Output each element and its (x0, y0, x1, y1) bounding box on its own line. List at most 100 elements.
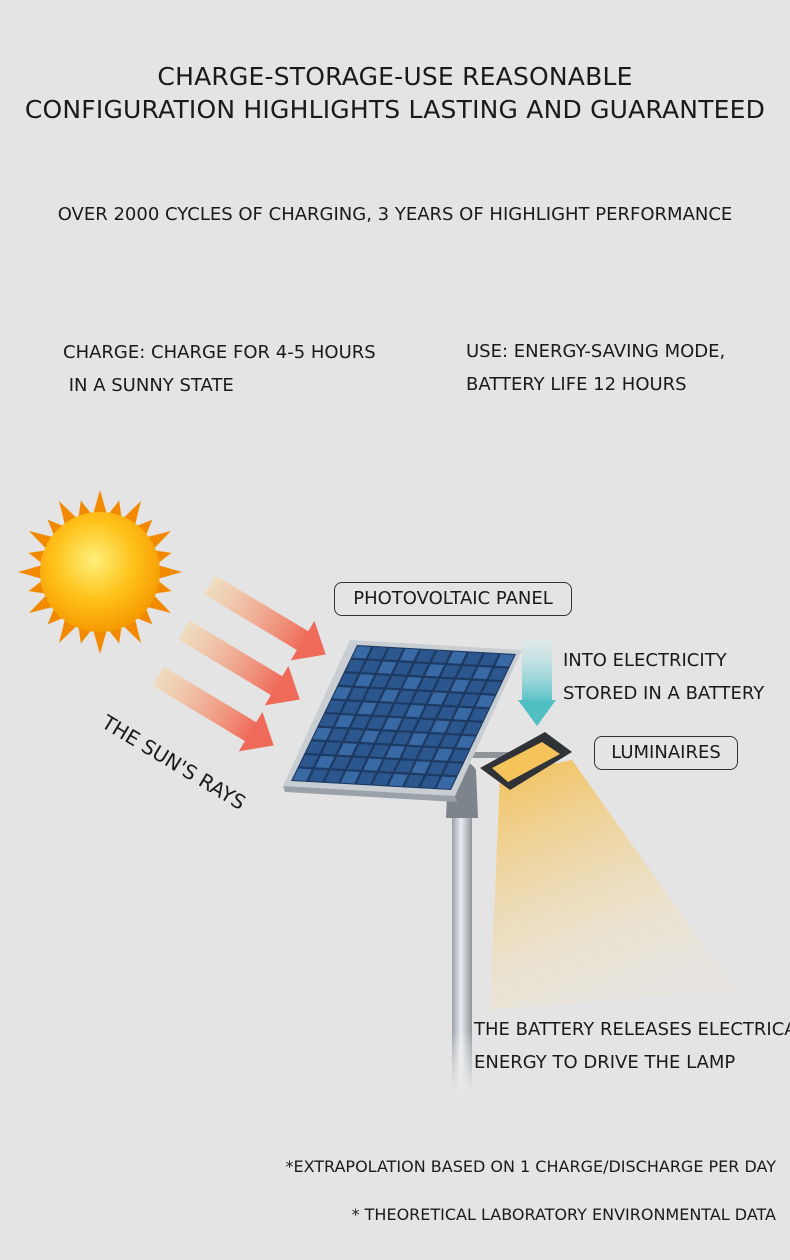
panel-cell (337, 743, 357, 756)
use-info: USE: ENERGY-SAVING MODE, BATTERY LIFE 12… (466, 335, 725, 401)
panel-cell (292, 768, 312, 781)
panel-cell (332, 686, 352, 700)
sun-spike (135, 519, 153, 537)
panel-cell (411, 761, 431, 774)
panel-cell (393, 662, 413, 675)
panel-cell (441, 665, 460, 678)
panel-cell (437, 706, 457, 720)
panel-cell (421, 705, 441, 719)
sun-spike (93, 490, 107, 515)
panel-cell (383, 717, 402, 730)
panel-cell (368, 647, 388, 660)
panel-cell (347, 757, 367, 770)
panel-cell (472, 666, 492, 680)
panel-cell (433, 748, 453, 761)
panel-cell (488, 667, 508, 681)
panel-cell (339, 673, 358, 686)
panel-cell (380, 689, 400, 702)
panel-cell (388, 773, 408, 787)
sun-spike (47, 519, 65, 537)
panel-cell (469, 708, 489, 721)
panel-cell (428, 692, 447, 705)
panel-cell (440, 734, 460, 748)
panel-cell (401, 746, 421, 759)
panel-cell (412, 691, 431, 704)
panel-cell (450, 679, 470, 692)
panel-cell (425, 664, 445, 677)
panel-cell (306, 741, 325, 754)
release-caption: THE BATTERY RELEASES ELECTRICAL ENERGY T… (474, 1013, 790, 1079)
battery-caption-line-1: INTO ELECTRICITY (563, 650, 727, 671)
panel-cell (434, 678, 454, 691)
panel-cell (377, 661, 397, 674)
panel-cell (360, 730, 380, 743)
panel-cell (386, 676, 406, 689)
panel-cell (335, 715, 355, 728)
sun-spike (93, 629, 107, 654)
panel-cell (364, 688, 384, 701)
panel-cell (459, 694, 479, 707)
panel-cell (340, 771, 360, 784)
panel-cell (408, 733, 428, 746)
panel-cell (409, 663, 429, 676)
panel-cell (417, 747, 437, 760)
panel-cell (354, 674, 374, 687)
battery-arrow (518, 640, 556, 726)
panel-cell (392, 732, 412, 745)
panel-cell (431, 650, 451, 663)
panel-cell (341, 701, 361, 714)
panel-cell (321, 742, 341, 755)
panel-cell (319, 714, 339, 727)
panel-cell (345, 659, 365, 672)
panel-cell (446, 721, 466, 734)
panel-cell (399, 718, 418, 731)
subtitle: OVER 2000 CYCLES OF CHARGING, 3 YEARS OF… (57, 204, 733, 225)
ray-arrow-2 (178, 620, 300, 706)
panel-cell (449, 749, 469, 762)
panel-cell (315, 755, 335, 769)
panel-cell (436, 776, 456, 789)
release-caption-line-1: THE BATTERY RELEASES ELECTRICAL (474, 1019, 790, 1040)
sun-icon (18, 490, 182, 654)
panel-cell (361, 660, 381, 673)
battery-caption-line-2: STORED IN A BATTERY (563, 683, 765, 704)
panel-cell (353, 744, 373, 757)
luminaire-head (480, 732, 572, 790)
panel-cell (376, 731, 396, 744)
panel-cell (308, 769, 328, 782)
panel-cell (427, 762, 447, 775)
panel-cell (351, 715, 371, 729)
battery-caption: INTO ELECTRICITY STORED IN A BATTERY (563, 644, 764, 710)
sun-spike (157, 565, 182, 579)
panel-cell (430, 720, 450, 733)
panel-cell (356, 772, 376, 785)
panel-cell (384, 647, 403, 661)
charge-line-1: CHARGE: CHARGE FOR 4-5 HOURS (63, 342, 376, 363)
panel-cell (447, 651, 467, 664)
panel-cell (443, 763, 463, 776)
ray-arrow-3 (152, 666, 274, 752)
charge-info: CHARGE: CHARGE FOR 4-5 HOURS IN A SUNNY … (63, 336, 376, 402)
sun-spike (135, 607, 153, 625)
panel-cell (352, 646, 372, 659)
panel-cell (312, 727, 332, 740)
photovoltaic-panel-label: PHOTOVOLTAIC PANEL (334, 582, 572, 616)
panel-cell (385, 745, 405, 759)
panel-cell (325, 700, 345, 713)
panel-cell (414, 719, 434, 732)
sun-spike (18, 565, 43, 579)
solar-panel (283, 640, 522, 802)
panel-cell (479, 653, 499, 666)
panel-cell (405, 705, 425, 718)
panel-cell (395, 760, 415, 773)
title-line-1: CHARGE-STORAGE-USE REASONABLE (157, 62, 633, 91)
panel-cell (466, 680, 486, 693)
footnote-extrapolation: *EXTRAPOLATION BASED ON 1 CHARGE/DISCHAR… (285, 1157, 776, 1176)
luminaires-label: LUMINAIRES (594, 736, 738, 770)
panel-cell (463, 652, 483, 665)
title-line-2: CONFIGURATION HIGHLIGHTS LASTING AND GUA… (24, 95, 766, 124)
light-beam (490, 760, 735, 1010)
panel-cell (402, 676, 422, 690)
panel-cell (348, 687, 368, 701)
